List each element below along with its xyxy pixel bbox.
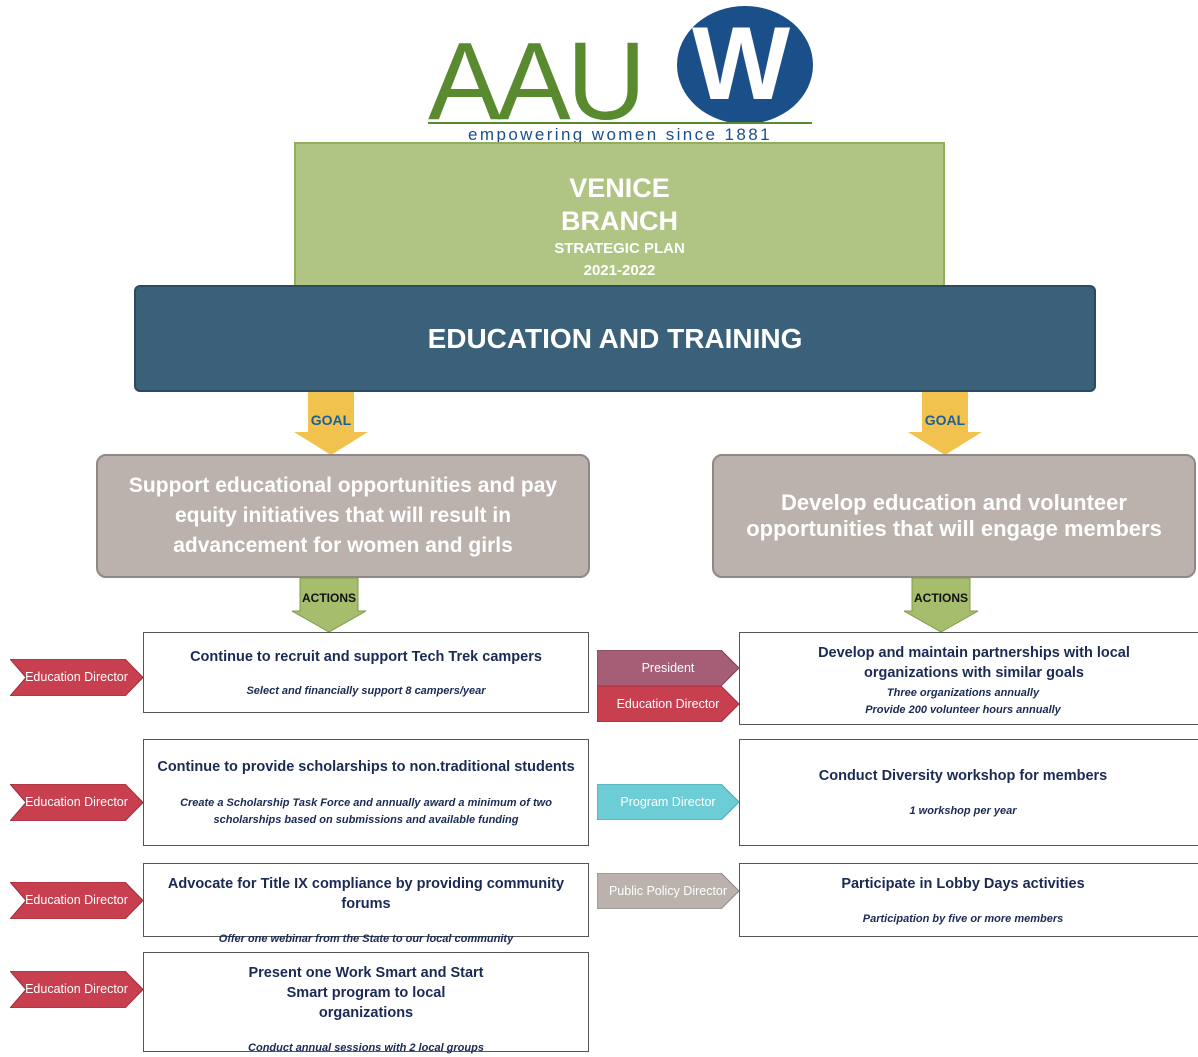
action-title: Conduct Diversity workshop for members — [818, 768, 1108, 784]
action-box-diversity: Conduct Diversity workshop for members 1… — [739, 739, 1198, 846]
role-tag-education-director: Education Director — [597, 686, 739, 722]
title-line-3: STRATEGIC PLAN — [554, 240, 685, 257]
goal-box-left: Support educational opportunities and pa… — [96, 454, 590, 578]
action-title: Advocate for Title IX compliance by prov… — [167, 876, 565, 912]
goal-label-right: GOAL — [924, 412, 966, 428]
role-label: Education Director — [616, 697, 720, 711]
action-detail: Conduct annual sessions with 2 local gro… — [248, 1042, 484, 1054]
role-tag-president: President — [597, 650, 739, 686]
logo-circle — [677, 6, 813, 124]
title-line-4: 2021-2022 — [583, 262, 656, 279]
actions-arrow-left: ACTIONS — [290, 577, 368, 633]
role-label: Education Director — [25, 893, 128, 907]
actions-label-right: ACTIONS — [914, 591, 968, 605]
role-tag-education-director: Education Director — [10, 784, 143, 821]
action-title: Continue to recruit and support Tech Tre… — [190, 649, 542, 665]
role-tag-public-policy-director: Public Policy Director — [597, 873, 739, 909]
action-box-lobby-days: Participate in Lobby Days activities Par… — [739, 863, 1198, 937]
title-line-1: VENICE — [569, 173, 670, 203]
action-box-tech-trek: Continue to recruit and support Tech Tre… — [143, 632, 589, 713]
role-label: Public Policy Director — [608, 884, 728, 898]
action-box-partnerships: Develop and maintain partnerships with l… — [739, 632, 1198, 725]
actions-label-left: ACTIONS — [302, 591, 356, 605]
goal-label-left: GOAL — [310, 412, 352, 428]
action-detail: Create a Scholarship Task Force and annu… — [180, 797, 552, 826]
action-detail: Participation by five or more members — [862, 913, 1064, 925]
goal-text-left: Support educational opportunities and pa… — [128, 474, 558, 557]
action-box-work-smart: Present one Work Smart and Start Smart p… — [143, 952, 589, 1054]
role-label: Education Director — [25, 795, 128, 809]
logo-letters: AAU — [428, 20, 646, 143]
section-banner: EDUCATION AND TRAINING — [134, 285, 1096, 392]
action-box-title-ix: Advocate for Title IX compliance by prov… — [143, 863, 589, 945]
actions-arrow-right: ACTIONS — [902, 577, 980, 633]
goal-text-right: Develop education and volunteer opportun… — [746, 490, 1162, 541]
role-label: President — [641, 661, 695, 675]
action-detail: Three organizations annually — [886, 687, 1040, 699]
role-tag-education-director: Education Director — [10, 971, 143, 1008]
goal-arrow-right: GOAL — [908, 392, 982, 455]
role-tag-program-director: Program Director — [597, 784, 739, 820]
goal-box-right: Develop education and volunteer opportun… — [712, 454, 1196, 578]
action-title: Participate in Lobby Days activities — [841, 876, 1085, 892]
aauw-logo: AAU W empowering women since 1881 — [428, 4, 813, 146]
role-label: Education Director — [25, 670, 128, 684]
action-box-scholarships: Continue to provide scholarships to non.… — [143, 739, 589, 846]
action-title: Continue to provide scholarships to non.… — [157, 759, 575, 775]
logo-w: W — [692, 6, 791, 122]
action-title: Present one Work Smart and Start Smart p… — [248, 965, 484, 1021]
role-label: Education Director — [25, 982, 128, 996]
goal-arrow-left: GOAL — [294, 392, 368, 455]
title-box: VENICE BRANCH STRATEGIC PLAN 2021-2022 — [294, 142, 945, 287]
action-detail: Offer one webinar from the State to our … — [218, 933, 514, 945]
role-tag-education-director: Education Director — [10, 882, 143, 919]
action-title: Develop and maintain partnerships with l… — [818, 645, 1130, 681]
action-detail: Provide 200 volunteer hours annually — [865, 704, 1061, 716]
role-tag-education-director: Education Director — [10, 659, 143, 696]
action-detail: Select and financially support 8 campers… — [246, 685, 486, 697]
title-line-2: BRANCH — [561, 206, 678, 236]
role-label: Program Director — [620, 795, 716, 809]
action-detail: 1 workshop per year — [909, 805, 1017, 817]
